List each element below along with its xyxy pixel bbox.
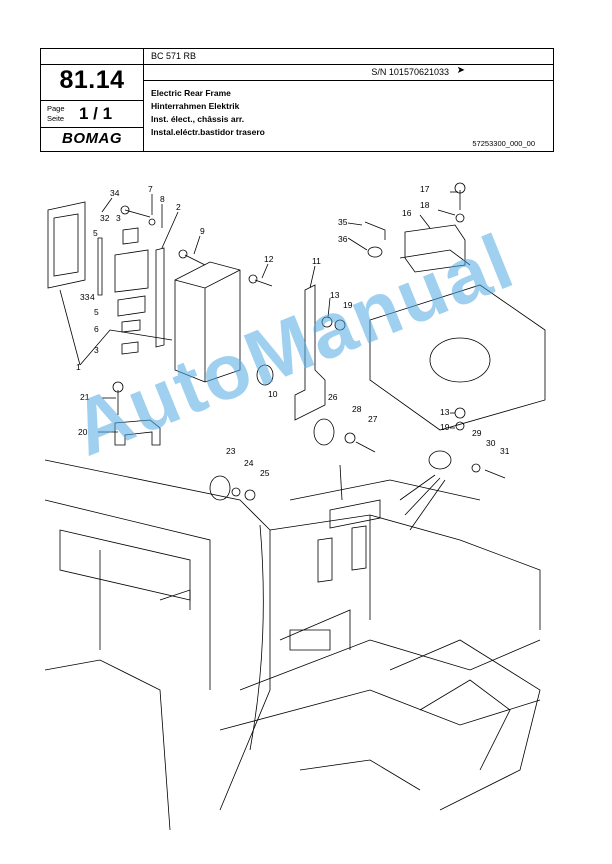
- svg-text:13: 13: [440, 407, 450, 417]
- svg-text:4: 4: [90, 292, 95, 302]
- document-number: 57253300_000_00: [472, 139, 535, 148]
- parts-diagram: 34 7 8 2 3 32 9 5 4 33 5 6 3 1 12 11 13 …: [44, 182, 546, 831]
- svg-text:26: 26: [328, 392, 338, 402]
- title-list: Electric Rear Frame Hinterrahmen Elektri…: [151, 87, 265, 139]
- svg-text:16: 16: [402, 208, 412, 218]
- divider: [41, 64, 553, 65]
- svg-text:28: 28: [352, 404, 362, 414]
- svg-text:5: 5: [94, 307, 99, 317]
- svg-text:7: 7: [148, 184, 153, 194]
- page-number: 1 / 1: [79, 104, 113, 123]
- model-name: BC 571 RB: [151, 51, 197, 61]
- svg-text:17: 17: [420, 184, 430, 194]
- svg-text:20: 20: [78, 427, 88, 437]
- svg-text:34: 34: [110, 188, 120, 198]
- svg-text:19: 19: [440, 422, 450, 432]
- svg-text:3: 3: [116, 213, 121, 223]
- arrow-icon: ➤: [456, 65, 465, 76]
- svg-text:31: 31: [500, 446, 510, 456]
- svg-text:3: 3: [94, 345, 99, 355]
- svg-text:12: 12: [264, 254, 274, 264]
- page-label-alt: Seite: [47, 114, 65, 123]
- svg-text:30: 30: [486, 438, 496, 448]
- svg-text:25: 25: [260, 468, 270, 478]
- header-block: BC 571 RB S/N 101570621033 ➤ 81.14 Page …: [40, 48, 554, 152]
- divider: [41, 100, 143, 101]
- svg-text:32: 32: [100, 213, 110, 223]
- title-fr: Inst. élect., châssis arr.: [151, 114, 245, 124]
- svg-text:19: 19: [343, 300, 353, 310]
- brand-logo: BOMAG: [62, 130, 122, 147]
- svg-text:35: 35: [338, 217, 348, 227]
- svg-text:24: 24: [244, 458, 254, 468]
- svg-text:33: 33: [80, 292, 90, 302]
- divider: [41, 127, 143, 128]
- svg-text:2: 2: [176, 202, 181, 212]
- svg-text:29: 29: [472, 428, 482, 438]
- title-es: Instal.eléctr.bastidor trasero: [151, 127, 265, 137]
- svg-text:36: 36: [338, 234, 348, 244]
- svg-text:1: 1: [76, 362, 81, 372]
- divider: [143, 49, 144, 151]
- svg-text:8: 8: [160, 194, 165, 204]
- group-number: 81.14: [59, 66, 125, 94]
- title-de: Hinterrahmen Elektrik: [151, 101, 240, 111]
- title-en: Electric Rear Frame: [151, 88, 231, 98]
- svg-text:13: 13: [330, 290, 340, 300]
- svg-text:5: 5: [93, 228, 98, 238]
- svg-text:10: 10: [268, 389, 278, 399]
- exploded-parts-drawing: 34 7 8 2 3 32 9 5 4 33 5 6 3 1 12 11 13 …: [40, 170, 560, 840]
- serial-number: S/N 101570621033: [371, 67, 449, 77]
- svg-text:23: 23: [226, 446, 236, 456]
- svg-text:6: 6: [94, 324, 99, 334]
- svg-text:11: 11: [312, 256, 321, 266]
- svg-text:21: 21: [80, 392, 90, 402]
- divider: [143, 80, 553, 81]
- svg-text:18: 18: [420, 200, 430, 210]
- svg-text:27: 27: [368, 414, 378, 424]
- page-label: Page: [47, 104, 65, 113]
- svg-text:9: 9: [200, 226, 205, 236]
